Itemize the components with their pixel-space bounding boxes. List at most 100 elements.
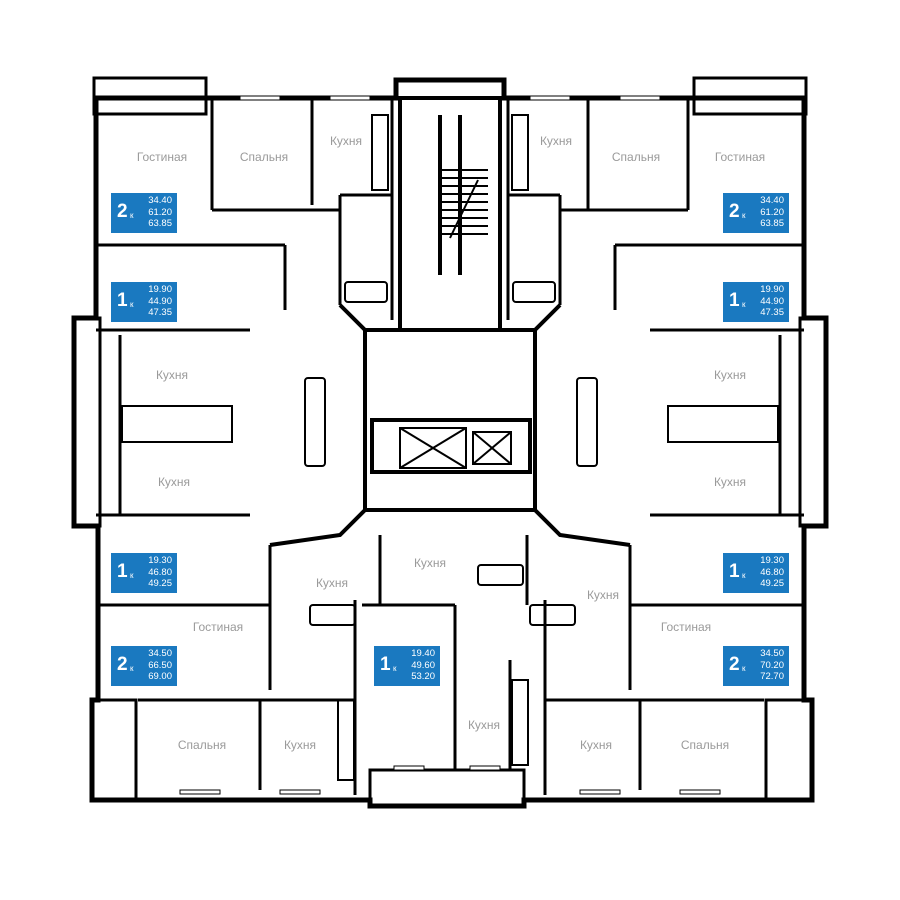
balcony-right — [798, 316, 828, 528]
total-area-with-balcony: 72.70 — [760, 671, 784, 683]
room-label: Кухня — [156, 369, 188, 381]
balcony-bottom-left — [90, 698, 138, 802]
room-name: Кухня — [467, 718, 501, 732]
window — [579, 789, 621, 795]
window — [239, 95, 281, 101]
stair-core — [398, 96, 502, 332]
apartment-badge[interactable]: 2 к 34.40 61.20 63.85 — [723, 193, 789, 233]
total-area-with-balcony: 63.85 — [148, 218, 172, 230]
window — [679, 789, 721, 795]
interior-walls — [96, 98, 804, 795]
room-suffix: к — [742, 211, 746, 220]
total-area-with-balcony: 47.35 — [760, 307, 784, 319]
window — [469, 765, 501, 771]
room-label: Кухня — [468, 719, 500, 731]
room-count: 2 — [117, 201, 128, 222]
room-name: Кухня — [586, 588, 620, 602]
apartment-badge[interactable]: 2 к 34.50 66.50 69.00 — [111, 646, 177, 686]
room-suffix: к — [742, 664, 746, 673]
room-label: Кухня — [316, 577, 348, 589]
elevator-cross — [399, 427, 467, 469]
total-area: 61.20 — [148, 206, 172, 218]
area-values: 19.30 46.80 49.25 — [760, 555, 784, 590]
window — [279, 789, 321, 795]
apartment-badge[interactable]: 1 к 19.90 44.90 47.35 — [723, 282, 789, 322]
elevator-large — [399, 427, 467, 469]
area-values: 34.40 61.20 63.85 — [760, 195, 784, 230]
total-area-with-balcony: 49.25 — [760, 578, 784, 590]
living-area: 19.30 — [760, 555, 784, 566]
area-values: 34.40 61.20 63.85 — [148, 195, 172, 230]
corridor-wall — [269, 303, 367, 547]
balcony-bottom-center — [368, 768, 526, 808]
total-area: 46.80 — [148, 566, 172, 578]
window — [393, 765, 425, 771]
living-area: 19.90 — [148, 284, 172, 295]
apartment-badge[interactable]: 1 к 19.30 46.80 49.25 — [723, 553, 789, 593]
window — [529, 95, 571, 101]
room-suffix: к — [393, 664, 397, 673]
room-name: Гостиная — [660, 620, 712, 634]
room-count: 2 — [729, 654, 740, 675]
room-label: Кухня — [540, 135, 572, 147]
room-count: 1 — [729, 561, 740, 582]
room-name: Кухня — [283, 738, 317, 752]
living-area: 34.50 — [760, 648, 784, 659]
room-suffix: к — [130, 571, 134, 580]
elevator-small — [472, 431, 512, 465]
total-area: 66.50 — [148, 659, 172, 671]
total-area-with-balcony: 63.85 — [760, 218, 784, 230]
room-name: Спальня — [177, 738, 227, 752]
elevators — [399, 427, 512, 469]
room-name: Гостиная — [714, 150, 766, 164]
area-values: 19.90 44.90 47.35 — [148, 284, 172, 319]
room-label: Спальня — [612, 151, 660, 163]
room-name: Кухня — [315, 576, 349, 590]
room-label: Гостиная — [137, 151, 187, 163]
room-name: Спальня — [680, 738, 730, 752]
room-label: Спальня — [178, 739, 226, 751]
total-area-with-balcony: 69.00 — [148, 671, 172, 683]
bathtub — [344, 281, 388, 303]
bathtub — [529, 604, 576, 626]
total-area: 70.20 — [760, 659, 784, 671]
balcony-left — [72, 316, 102, 528]
total-area-with-balcony: 47.35 — [148, 307, 172, 319]
apartment-badge[interactable]: 1 к 19.30 46.80 49.25 — [111, 553, 177, 593]
living-area: 34.40 — [148, 195, 172, 206]
room-label: Кухня — [330, 135, 362, 147]
apartment-badge[interactable]: 1 к 19.40 49.60 53.20 — [374, 646, 440, 686]
stairwell — [398, 96, 502, 332]
area-values: 19.40 49.60 53.20 — [411, 648, 435, 683]
room-label: Гостиная — [715, 151, 765, 163]
apartment-badge[interactable]: 2 к 34.50 70.20 72.70 — [723, 646, 789, 686]
balcony-bottom-right — [764, 698, 814, 802]
room-suffix: к — [130, 664, 134, 673]
balcony-top-right — [692, 76, 808, 116]
living-area: 34.40 — [760, 195, 784, 206]
bathtub — [309, 604, 356, 626]
bathtub — [512, 281, 556, 303]
total-area-with-balcony: 53.20 — [411, 671, 435, 683]
room-name: Кухня — [579, 738, 613, 752]
room-count: 1 — [380, 654, 391, 675]
kitchen-counter — [371, 114, 389, 191]
apartment-badge[interactable]: 1 к 19.90 44.90 47.35 — [111, 282, 177, 322]
elevator-hall — [370, 418, 532, 474]
total-area: 61.20 — [760, 206, 784, 218]
apartment-badge[interactable]: 2 к 34.40 61.20 63.85 — [111, 193, 177, 233]
balconies — [72, 76, 828, 808]
room-suffix: к — [742, 571, 746, 580]
room-name: Спальня — [239, 150, 289, 164]
corridor-walls — [269, 303, 631, 547]
room-label: Спальня — [681, 739, 729, 751]
area-values: 34.50 70.20 72.70 — [760, 648, 784, 683]
total-area: 49.60 — [411, 659, 435, 671]
room-name: Кухня — [155, 368, 189, 382]
kitchen-counter — [511, 114, 529, 191]
room-name: Кухня — [713, 475, 747, 489]
room-count: 1 — [117, 561, 128, 582]
total-area: 44.90 — [148, 295, 172, 307]
kitchen-counter — [121, 405, 233, 443]
corridor-wall — [533, 303, 631, 547]
